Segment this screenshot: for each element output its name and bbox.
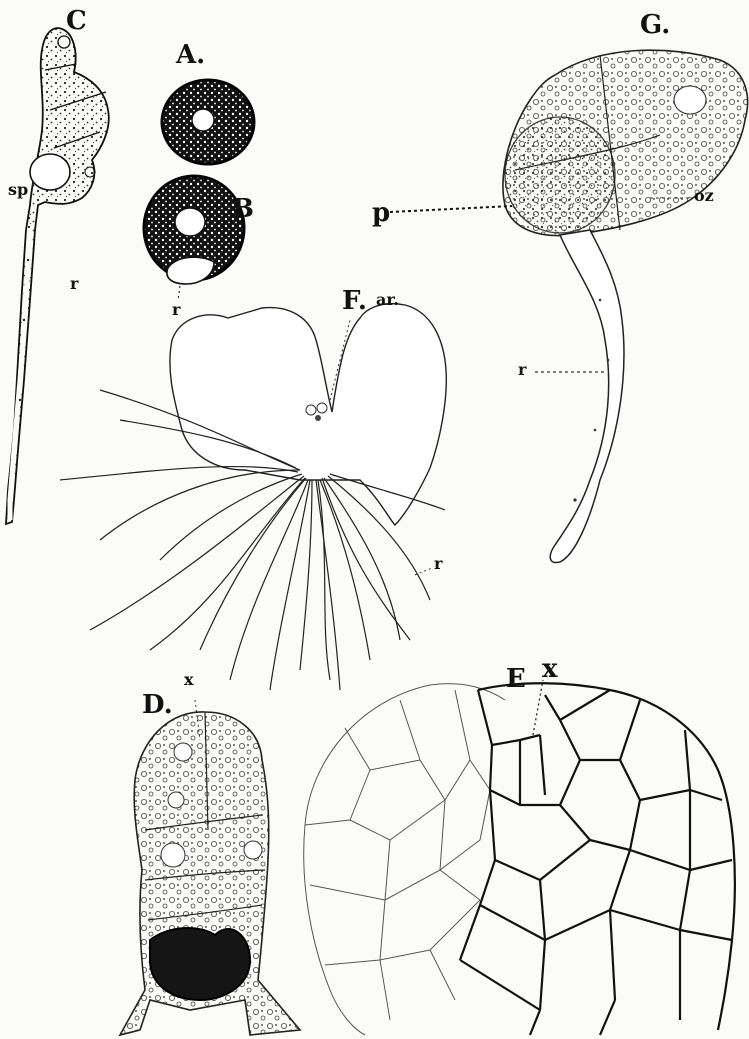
label-c: C	[66, 8, 87, 34]
label-r-g: r	[518, 362, 526, 378]
label-sp: sp	[8, 182, 28, 198]
figure-d-cells	[120, 700, 300, 1035]
figure-a-spore	[162, 80, 254, 164]
figure-f-prothallus	[60, 304, 446, 690]
label-x-e: x	[542, 656, 558, 682]
label-b: B	[232, 196, 254, 222]
label-f: F.	[342, 288, 367, 314]
figure-b-spore	[144, 176, 244, 300]
label-oz: oz	[694, 188, 714, 204]
label-x-d: x	[184, 672, 194, 688]
label-r-b: r	[172, 302, 180, 318]
label-r-c: r	[70, 276, 78, 292]
label-a: A.	[176, 42, 205, 68]
label-d: D.	[142, 692, 173, 718]
label-p: p	[372, 200, 390, 226]
label-r-f: r	[434, 556, 442, 572]
figure-c-germling	[6, 28, 109, 524]
label-ar: ar.	[376, 292, 399, 308]
label-e: E	[506, 666, 526, 692]
label-g: G.	[640, 12, 670, 38]
figure-e-cell-network	[304, 680, 735, 1035]
figure-g-sporophyte	[390, 50, 748, 562]
